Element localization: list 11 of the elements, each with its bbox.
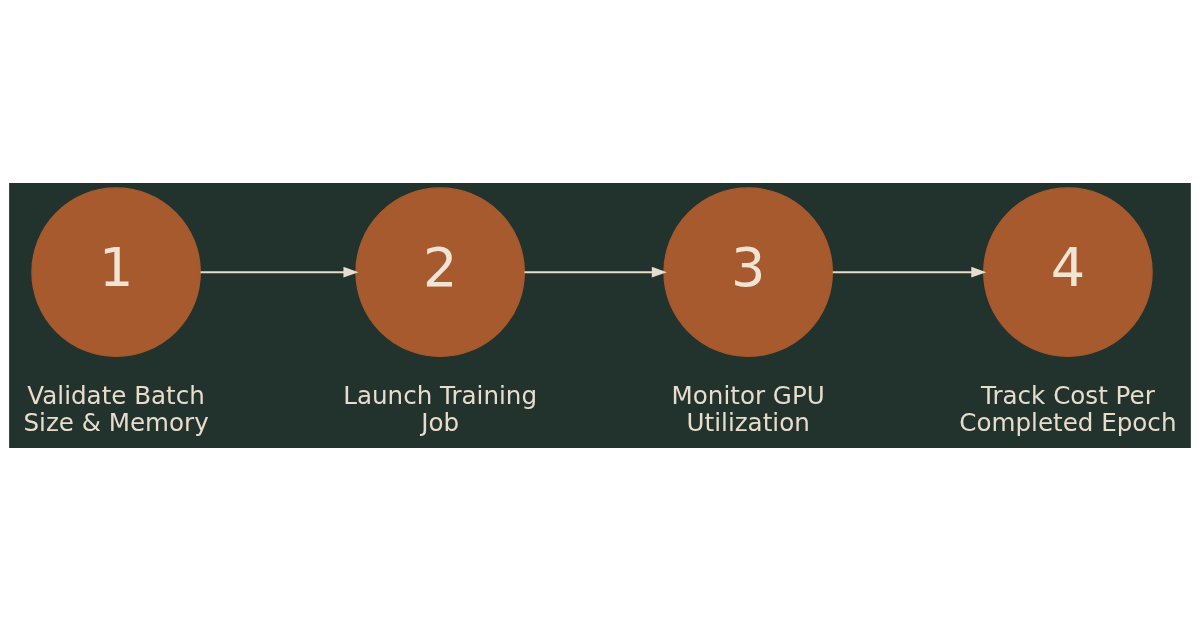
node-label: Launch Training Job	[343, 380, 538, 437]
node-circle: 4	[983, 186, 1153, 357]
node-circle: 3	[663, 186, 834, 357]
arrow	[523, 266, 667, 277]
node-label: Validate Batch Size & Memory	[23, 380, 209, 437]
arrow	[199, 266, 359, 277]
node-label: Monitor GPU Utilization	[671, 380, 825, 437]
node-circle: 2	[355, 186, 525, 357]
node-circle: 1	[31, 186, 201, 357]
node-label: Track Cost Per Completed Epoch	[959, 380, 1177, 437]
arrow	[831, 266, 987, 277]
